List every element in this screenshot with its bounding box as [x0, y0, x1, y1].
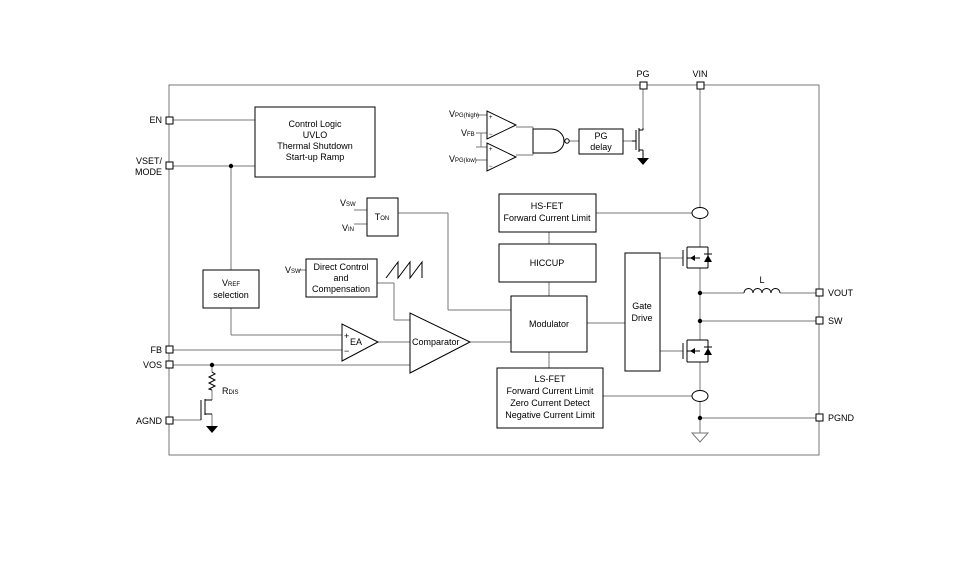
ls-current-sense-icon: [691, 390, 709, 402]
hs-fet-line-1: HS-FET: [531, 201, 564, 211]
direct-control-line-3: Compensation: [312, 284, 370, 294]
ton-sub: ON: [380, 216, 389, 222]
pg-comp-low-minus: −: [489, 164, 493, 170]
comparator: Comparator: [409, 312, 472, 374]
wiring: [173, 89, 816, 433]
pin-labels: EN VSET/ MODE FB VOS AGND PG VIN VOUT SW…: [135, 69, 855, 426]
ea-minus-sign: −: [344, 346, 349, 356]
vsw-ton-label: VSW: [340, 198, 356, 208]
discharge-nmos-icon: [200, 399, 218, 433]
error-amplifier: + − EA: [341, 323, 380, 362]
modulator-block: Modulator: [510, 295, 588, 353]
nand-gate: [532, 128, 570, 154]
pin-vin: [696, 81, 705, 90]
direct-control-line-2: and: [333, 273, 348, 283]
vfb-label: VFB: [461, 128, 475, 138]
pins: [165, 81, 824, 425]
ramp-waveform-icon: [385, 260, 423, 280]
direct-control-line-1: Direct Control: [313, 262, 368, 272]
hs-fet-line-2: Forward Current Limit: [503, 213, 591, 223]
ea-label: EA: [350, 337, 362, 347]
pin-vos: [165, 360, 174, 369]
pin-pg: [639, 81, 648, 90]
gate-drive-line-1: Gate: [632, 301, 652, 311]
pg-comparator-low: + −: [486, 142, 518, 172]
vin-ton-label: VIN: [342, 223, 354, 233]
pg-comp-low-plus: +: [489, 147, 493, 153]
direct-control-block: Direct Control and Compensation: [305, 258, 378, 298]
vref-selection-text: selection: [213, 290, 249, 300]
pgnd-ground-icon: [690, 432, 710, 443]
pg-delay-block: PG delay: [578, 128, 624, 155]
ton-label: TON: [375, 212, 390, 222]
inductor-label: L: [759, 275, 764, 285]
vref-v: V: [222, 278, 228, 288]
pin-label-fb: FB: [150, 345, 162, 355]
control-logic-line-1: Control Logic: [288, 119, 342, 129]
vref-selection-block: VREF selection: [202, 269, 260, 309]
pin-label-sw: SW: [828, 316, 843, 326]
ls-fet-icon: [682, 339, 712, 363]
hs-fet-block: HS-FET Forward Current Limit: [498, 193, 597, 233]
hs-current-sense-icon: [691, 207, 709, 219]
pg-delay-line-1: PG: [594, 131, 607, 141]
rdis-label: RDIS: [222, 386, 239, 396]
pin-label-pgnd: PGND: [828, 413, 855, 423]
ls-fet-block: LS-FET Forward Current Limit Zero Curren…: [496, 367, 604, 429]
inductor-icon: [743, 288, 781, 294]
pin-vout: [815, 288, 824, 297]
hs-fet-icon: [682, 246, 712, 269]
vref-label: VREF: [222, 278, 240, 288]
rdis-resistor-icon: [207, 371, 217, 391]
pin-agnd: [165, 416, 174, 425]
vref-sub: REF: [228, 282, 240, 288]
modulator-label: Modulator: [529, 319, 569, 329]
control-logic-line-2: UVLO: [303, 130, 328, 140]
vsw-dc-label: VSW: [285, 265, 301, 275]
ls-fet-line-2: Forward Current Limit: [506, 386, 594, 396]
ton-t: T: [375, 212, 381, 222]
hiccup-label: HICCUP: [530, 258, 565, 268]
control-logic-block: Control Logic UVLO Thermal Shutdown Star…: [254, 106, 376, 178]
pg-comp-high-plus: +: [489, 115, 493, 121]
pin-label-vset-1: VSET/: [136, 156, 163, 166]
chip-outline: [168, 84, 820, 456]
pin-pgnd: [815, 413, 824, 422]
signal-labels: VPG(high) VFB VPG(low) VSW VIN VSW: [285, 109, 479, 275]
pg-comp-high-minus: −: [489, 132, 493, 138]
pin-vset: [165, 161, 174, 170]
pin-label-vos: VOS: [143, 360, 162, 370]
control-logic-line-4: Start-up Ramp: [286, 152, 345, 162]
ls-fet-line-1: LS-FET: [534, 374, 566, 384]
pin-label-pg: PG: [636, 69, 649, 79]
gate-drive-line-2: Drive: [631, 313, 652, 323]
ls-fet-line-4: Negative Current Limit: [505, 410, 595, 420]
ls-fet-line-3: Zero Current Detect: [510, 398, 590, 408]
vpg-low-label: VPG(low): [449, 154, 477, 164]
pg-comparator-high: + −: [486, 110, 518, 140]
vpg-high-label: VPG(high): [449, 109, 479, 119]
pin-sw: [815, 316, 824, 325]
control-logic-line-3: Thermal Shutdown: [277, 141, 353, 151]
pin-label-vset-2: MODE: [135, 167, 162, 177]
pin-en: [165, 116, 174, 125]
ea-plus-sign: +: [344, 331, 349, 341]
gate-drive-block: Gate Drive: [624, 252, 661, 372]
pin-label-en: EN: [149, 115, 162, 125]
pin-label-vout: VOUT: [828, 288, 854, 298]
hiccup-block: HICCUP: [498, 243, 597, 283]
comparator-label: Comparator: [412, 337, 460, 347]
pin-label-agnd: AGND: [136, 416, 163, 426]
pg-delay-line-2: delay: [590, 142, 612, 152]
pin-label-vin: VIN: [692, 69, 707, 79]
pg-nmos-icon: [632, 128, 649, 165]
ton-block: TON: [366, 197, 399, 237]
pin-fb: [165, 345, 174, 354]
junction-dots: [209, 88, 703, 421]
